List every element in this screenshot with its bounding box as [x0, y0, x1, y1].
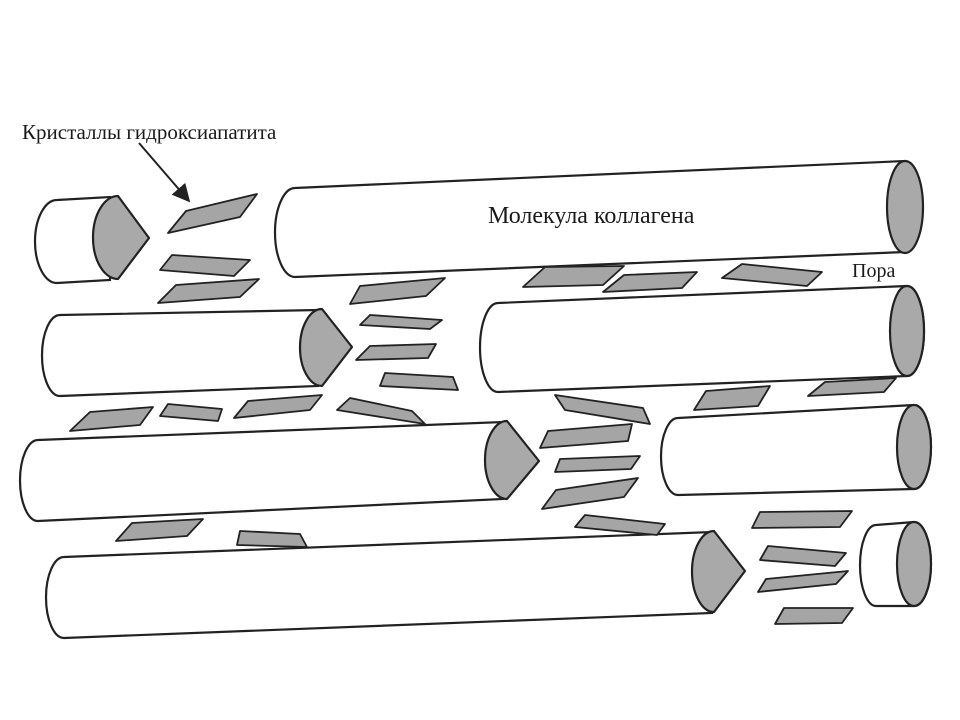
- crystal: [774, 607, 854, 625]
- crystal: [157, 278, 260, 304]
- collagen-molecule-row3-left: [18, 419, 541, 523]
- crystal: [349, 277, 446, 305]
- crystal: [355, 343, 437, 361]
- crystal: [336, 397, 426, 425]
- crystal: [236, 530, 308, 548]
- crystal: [751, 510, 853, 529]
- crystal: [69, 406, 154, 432]
- pore-label: Пора: [852, 260, 895, 282]
- crystal: [574, 514, 666, 536]
- crystal: [721, 263, 823, 287]
- crystal: [159, 254, 251, 277]
- hydroxyapatite-crystals: [69, 193, 897, 625]
- collagen-molecule-row2-left: [40, 307, 354, 398]
- collagen-molecule-row3-right: [659, 403, 933, 497]
- crystal: [554, 394, 651, 425]
- crystal: [541, 477, 639, 510]
- crystal: [602, 271, 698, 293]
- crystal: [693, 385, 771, 411]
- crystal: [115, 518, 204, 542]
- crystal: [233, 394, 323, 419]
- crystals-pointer-arrow: [138, 142, 191, 203]
- collagen-stub-row4-right: [858, 520, 933, 608]
- crystal: [522, 265, 625, 288]
- crystal: [359, 314, 443, 330]
- molecule-label: Молекула коллагена: [488, 203, 695, 229]
- crystal: [807, 377, 897, 397]
- collagen-molecule-row4-left: [44, 529, 747, 640]
- crystals-label: Кристаллы гидроксиапатита: [22, 120, 277, 144]
- collagen-stub-row1-left: [33, 194, 151, 285]
- crystal: [159, 403, 223, 422]
- crystal: [539, 423, 633, 449]
- crystal: [759, 545, 847, 567]
- crystal: [554, 455, 641, 473]
- crystal: [757, 570, 849, 593]
- crystal: [379, 372, 459, 391]
- collagen-molecule-row1: [273, 159, 925, 279]
- collagen-molecule-row2-right: [478, 284, 926, 394]
- crystal: [167, 193, 258, 234]
